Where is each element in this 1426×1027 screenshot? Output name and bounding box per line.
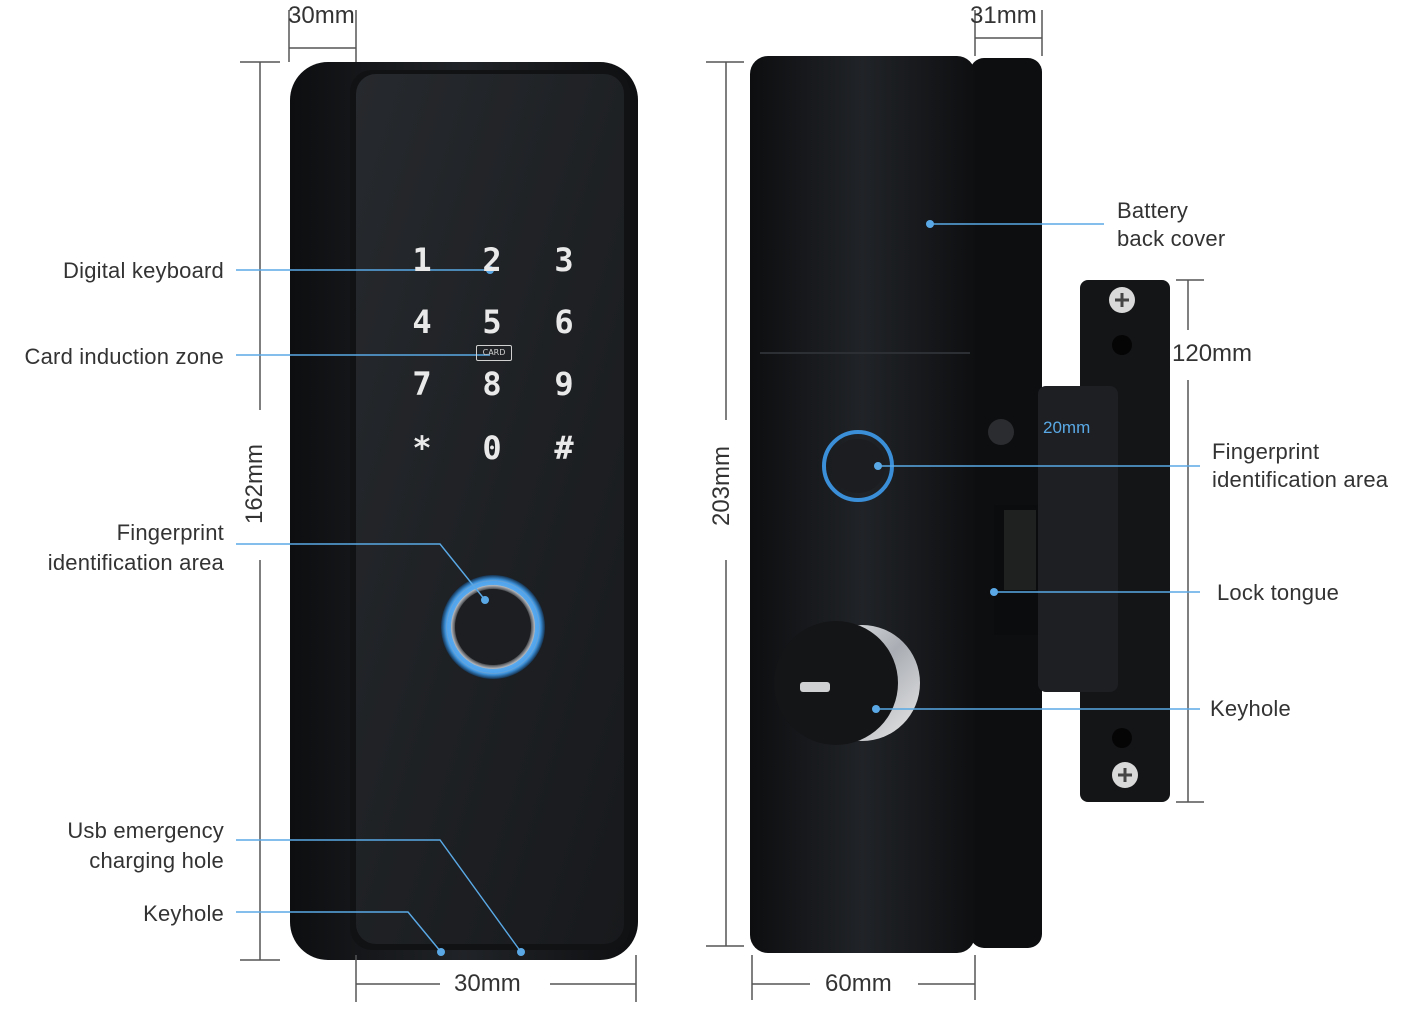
label-fingerprint-right-1: Fingerprint	[1212, 439, 1320, 464]
label-fingerprint-left-1: Fingerprint	[116, 520, 224, 545]
label-lock-tongue: Lock tongue	[1217, 580, 1340, 605]
label-battery-1: Battery	[1117, 198, 1189, 223]
keypad-key-8: 8	[482, 365, 502, 403]
keypad-key-2: 2	[482, 241, 502, 279]
dim-front-height: 162mm	[241, 443, 269, 525]
dim-strike-height: 120mm	[1172, 340, 1253, 367]
strike-plate	[1038, 280, 1170, 802]
dim-front-bottom-width: 30mm	[454, 970, 521, 997]
front-fingerprint-sensor	[441, 575, 545, 679]
label-fingerprint-left-2: identification area	[47, 550, 224, 575]
keypad-key-7: 7	[412, 365, 432, 403]
dim-side-height: 203mm	[708, 445, 736, 527]
keypad-key-6: 6	[554, 303, 574, 341]
label-battery-2: back cover	[1117, 226, 1226, 251]
dim-side-bottom-width: 60mm	[825, 970, 892, 997]
label-keyhole-left: Keyhole	[143, 901, 224, 926]
keypad-key-4: 4	[412, 303, 432, 341]
keypad-key-star: *	[412, 429, 432, 467]
side-lock-body	[750, 56, 1042, 953]
label-fingerprint-right-2: identification area	[1212, 467, 1389, 492]
keypad-key-0: 0	[482, 429, 502, 467]
label-card-induction-zone: Card induction zone	[24, 344, 224, 369]
keypad-key-3: 3	[554, 241, 574, 279]
keypad-key-hash: #	[554, 429, 574, 467]
dim-strike-width: 20mm	[1043, 418, 1091, 437]
side-knob	[774, 621, 920, 745]
label-usb-2: charging hole	[89, 848, 224, 873]
keypad-key-5: 5	[482, 303, 502, 341]
label-digital-keyboard: Digital keyboard	[63, 258, 224, 283]
keypad-key-9: 9	[554, 365, 574, 403]
dim-front-top-width: 30mm	[288, 2, 355, 29]
card-icon: CARD	[476, 345, 512, 361]
label-keyhole-right: Keyhole	[1210, 696, 1291, 721]
keypad-key-1: 1	[412, 241, 432, 279]
side-hole	[988, 419, 1014, 445]
front-lock-body	[290, 62, 638, 960]
dim-side-top-width: 31mm	[970, 2, 1037, 29]
leader-lines	[236, 223, 1200, 953]
label-usb-1: Usb emergency	[67, 818, 224, 843]
dimension-lines	[240, 10, 1204, 1002]
leader-dots	[481, 220, 998, 713]
